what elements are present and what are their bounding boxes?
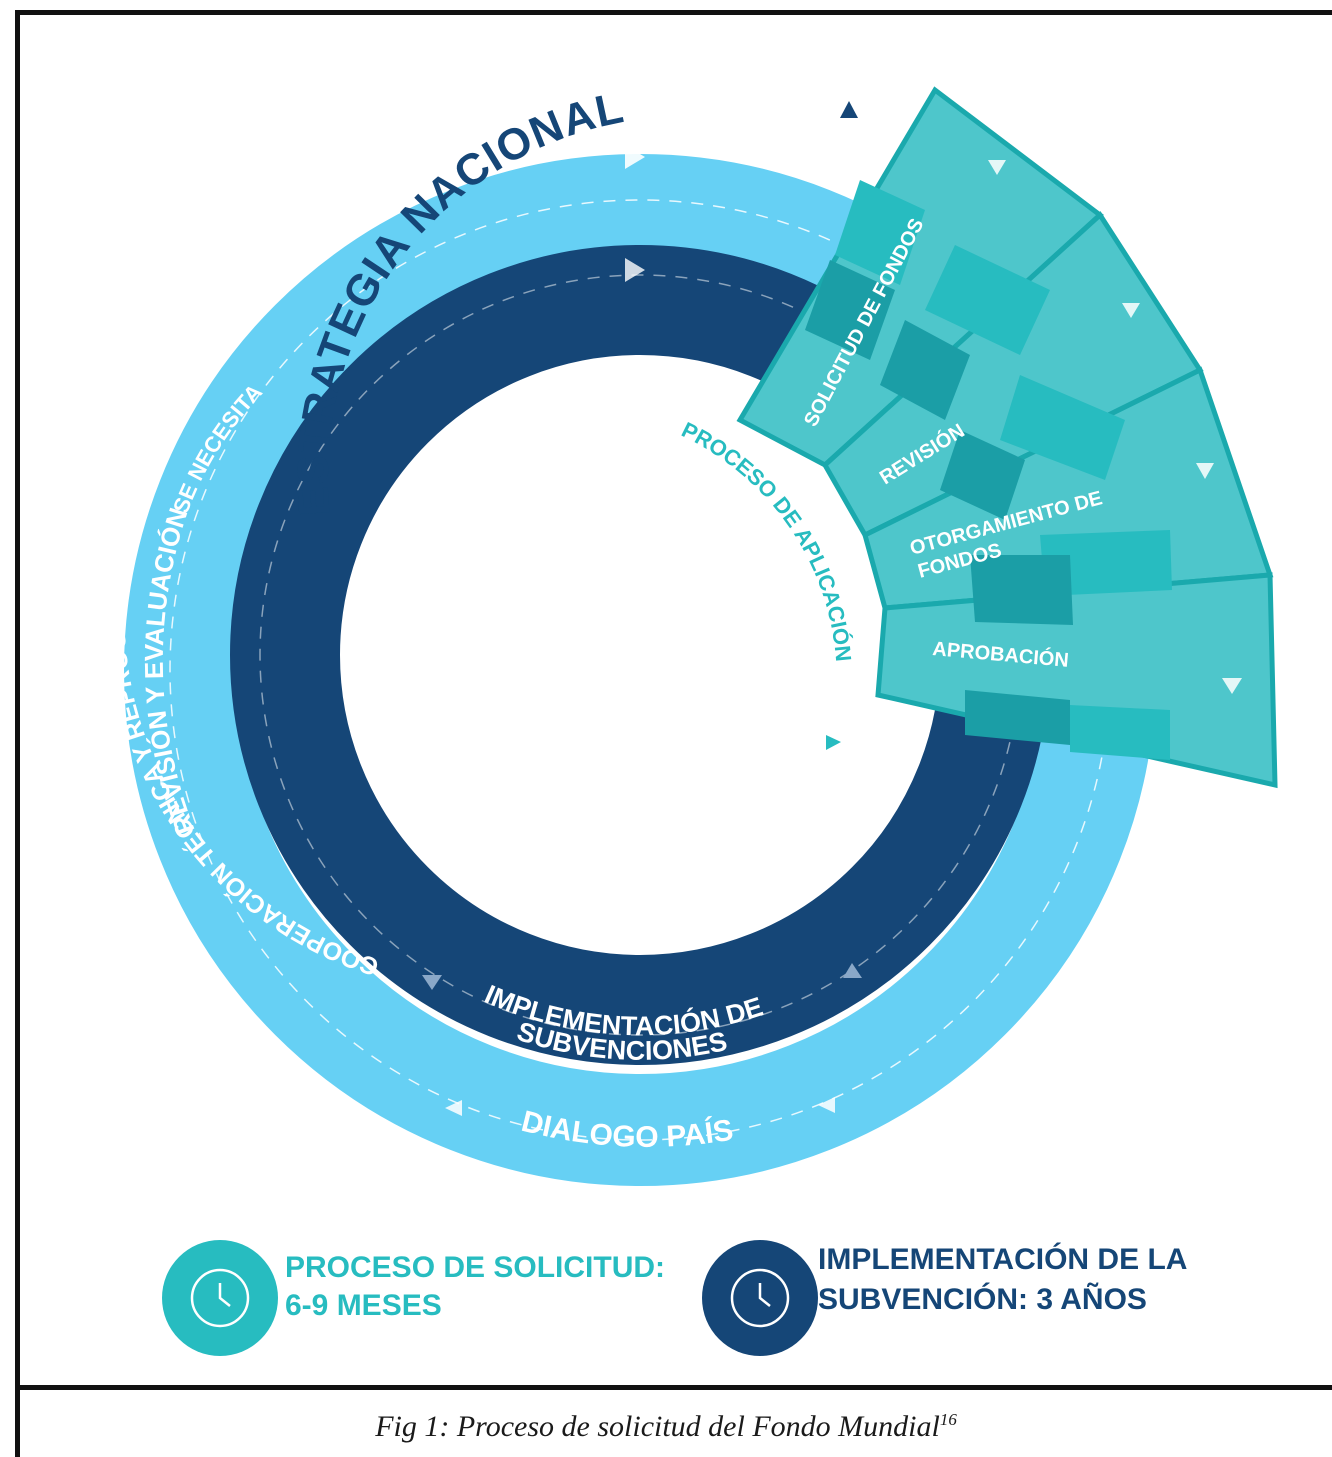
bar-shade <box>965 690 1070 745</box>
legend-implementation-line1: IMPLEMENTACIÓN DE LA <box>818 1243 1188 1276</box>
caption-frame <box>15 1390 20 1457</box>
bar-shade <box>940 430 1025 520</box>
arrow-right-icon <box>625 145 645 169</box>
grant-cycle-diagram: ESTRATEGIA NACIONAL REVISIÓN Y EVALUACIÓ… <box>124 83 1278 1186</box>
arrow-down-icon <box>422 975 442 990</box>
triangle-right-icon <box>826 735 841 750</box>
arrow-down-icon <box>1196 463 1214 479</box>
legend-application-line2: 6-9 MESES <box>285 1289 442 1322</box>
bar-shade <box>1000 375 1125 480</box>
arrow-right-icon <box>625 258 645 282</box>
bar-shade <box>805 260 895 360</box>
bar-shade <box>925 245 1050 355</box>
arrow-down-icon <box>988 160 1006 175</box>
bar-shade <box>1040 530 1172 596</box>
legend-implementation-line2: SUBVENCIÓN: 3 AÑOS <box>818 1283 1147 1316</box>
arrow-up-icon <box>843 963 862 978</box>
bar-shade <box>1070 705 1170 760</box>
clock-icon <box>162 1240 278 1356</box>
bar-shade <box>880 320 970 420</box>
arrow-down-icon <box>1122 303 1140 318</box>
clock-icon <box>702 1240 818 1356</box>
bar-shade <box>835 180 925 285</box>
figure-caption: Fig 1: Proceso de solicitud del Fondo Mu… <box>0 1410 1332 1444</box>
bar-shade <box>970 555 1073 625</box>
arrow-left-icon <box>818 1097 835 1113</box>
arrow-left-icon <box>445 1100 462 1116</box>
application-fan <box>736 86 1278 789</box>
legend-application-line1: PROCESO DE SOLICITUD: <box>285 1251 666 1284</box>
triangle-up-icon <box>840 101 858 118</box>
caption-text: Fig 1: Proceso de solicitud del Fondo Mu… <box>375 1410 940 1443</box>
caption-footnote: 16 <box>939 1410 957 1429</box>
arrow-down-icon <box>1222 678 1242 694</box>
figure-frame <box>15 10 1332 1390</box>
